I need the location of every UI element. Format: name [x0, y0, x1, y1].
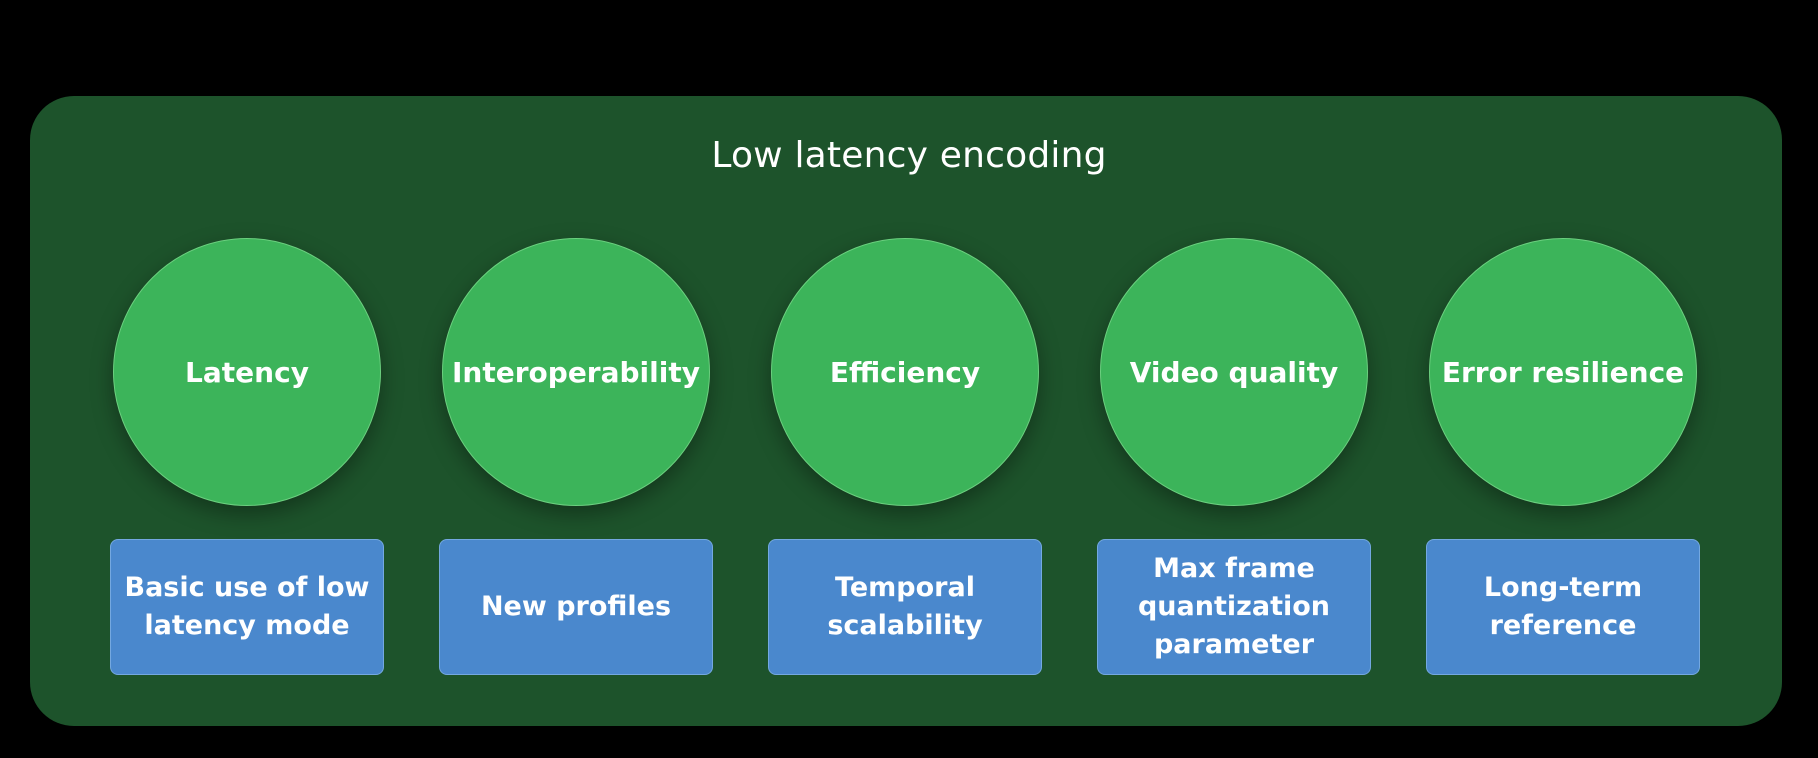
diagram-title: Low latency encoding: [711, 135, 1107, 176]
feature-label: Long-term reference: [1483, 572, 1643, 641]
pillar-label: Interoperability: [452, 355, 700, 389]
pillar-circle-error-resilience: Error resilience: [1429, 238, 1697, 506]
pillar-label: Latency: [185, 355, 309, 389]
feature-label: Max frame quantization parameter: [1137, 553, 1331, 660]
feature-box-temporal-scalability: Temporal scalability: [768, 539, 1042, 675]
feature-box-new-profiles: New profiles: [439, 539, 713, 675]
pillar-label: Error resilience: [1441, 355, 1685, 389]
feature-label: Temporal scalability: [827, 572, 983, 641]
feature-box-long-term-reference: Long-term reference: [1426, 539, 1700, 675]
pillar-circle-interoperability: Interoperability: [442, 238, 710, 506]
feature-label: New profiles: [480, 591, 672, 622]
feature-box-max-frame-qp: Max frame quantization parameter: [1097, 539, 1371, 675]
feature-box-low-latency-mode: Basic use of low latency mode: [110, 539, 384, 675]
pillar-label: Efficiency: [829, 355, 981, 389]
pillar-circle-latency: Latency: [113, 238, 381, 506]
pillar-circle-efficiency: Efficiency: [771, 238, 1039, 506]
pillar-circle-video-quality: Video quality: [1100, 238, 1368, 506]
pillar-label: Video quality: [1129, 355, 1339, 389]
feature-label: Basic use of low latency mode: [124, 572, 370, 641]
